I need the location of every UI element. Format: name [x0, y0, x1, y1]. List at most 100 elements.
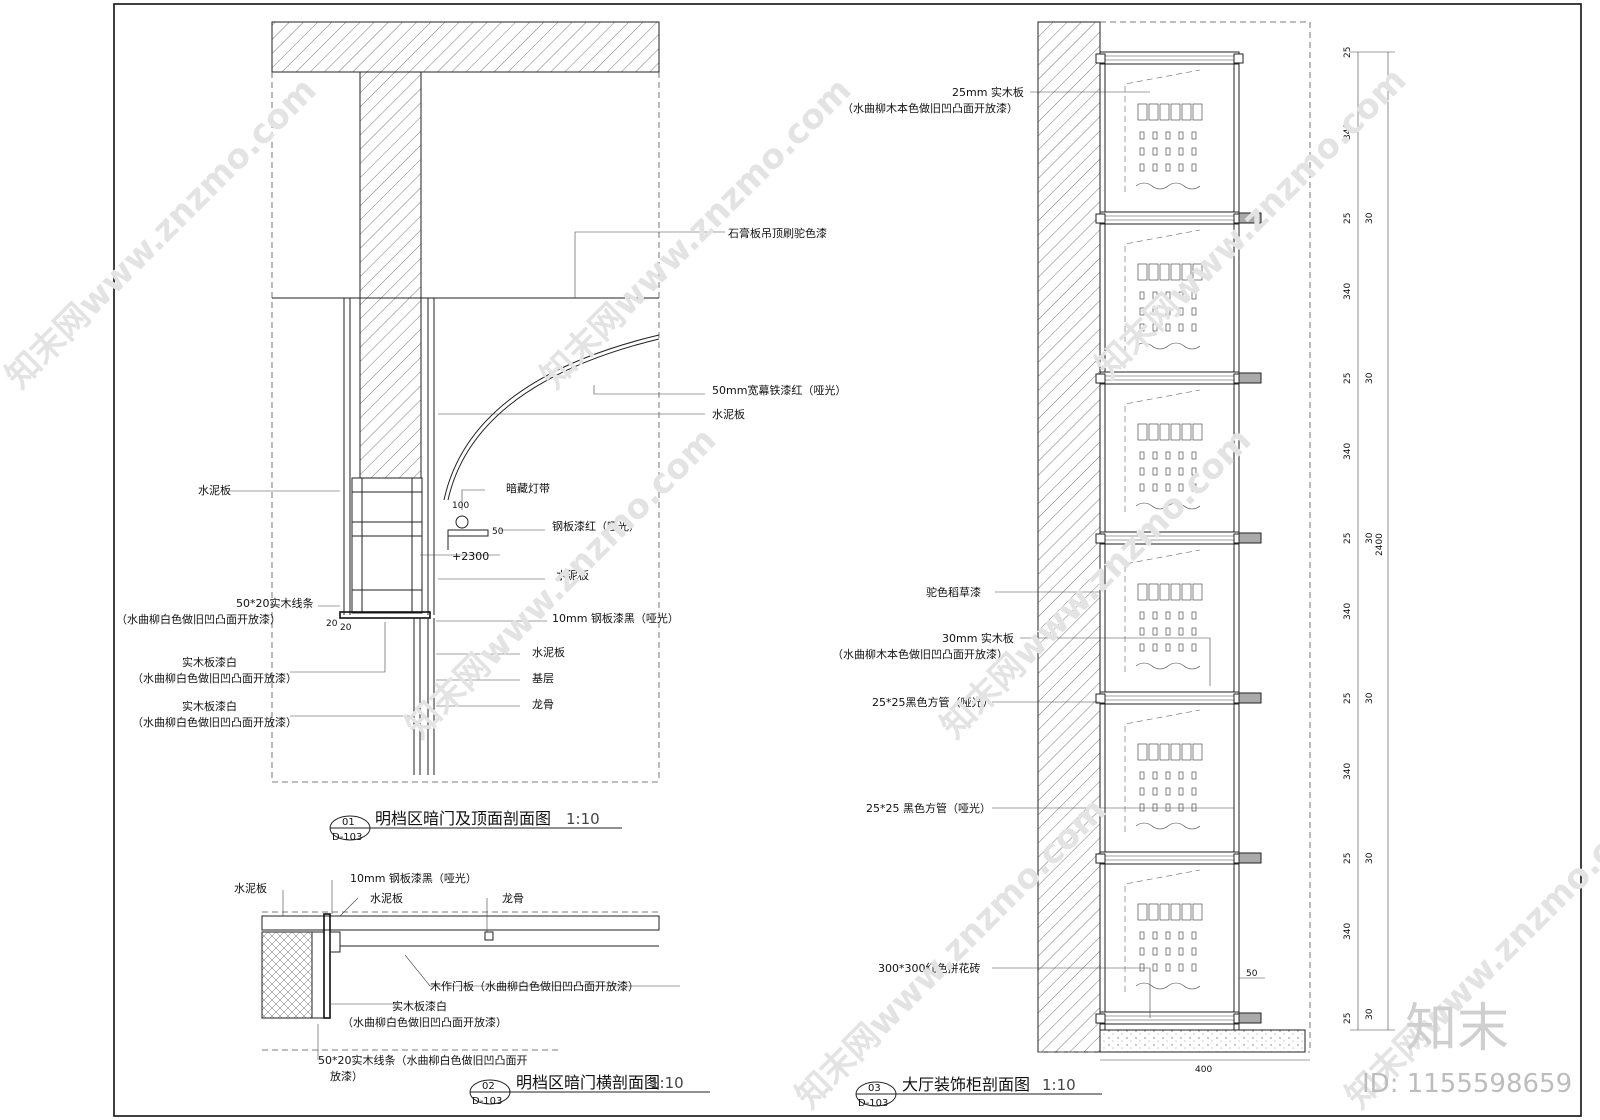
item-cell: [1165, 291, 1171, 300]
item-box: [1170, 423, 1181, 441]
item-cell: [1178, 931, 1184, 940]
shelf-edge: [1238, 532, 1262, 544]
item-cell: [1152, 163, 1158, 172]
dim-20a: 20: [326, 619, 338, 629]
item-box: [1181, 423, 1192, 441]
item-cell: [1178, 643, 1184, 652]
label-tube-2: 25*25 黑色方管（哑光）: [866, 801, 991, 815]
dim-col-label: 25: [1343, 1013, 1353, 1024]
hidden-line: [1124, 709, 1201, 832]
item-cell: [1152, 131, 1158, 140]
dim-total: 2400: [1375, 533, 1385, 556]
item-cell: [1165, 131, 1171, 140]
item-cell: [1139, 947, 1145, 956]
scale-3: 1:10: [1042, 1076, 1076, 1094]
item-cell: [1139, 771, 1145, 780]
item-box: [1181, 263, 1192, 281]
item-cell: [1165, 147, 1171, 156]
item-box: [1192, 743, 1203, 761]
square-tube: [1095, 1013, 1106, 1024]
item-cell: [1191, 787, 1197, 796]
item-cell: [1165, 787, 1171, 796]
item-cell: [1165, 323, 1171, 332]
dim-col-label: 25: [1343, 47, 1353, 58]
item-cell: [1178, 483, 1184, 492]
shelf-edge: [1238, 692, 1262, 704]
shelf-edge: [1238, 372, 1262, 384]
label-ceiling: 石膏板吊顶刷驼色漆: [728, 226, 827, 240]
item-box: [1159, 263, 1170, 281]
item-box: [1159, 103, 1170, 121]
item-box: [1181, 583, 1192, 601]
item-cell: [1139, 291, 1145, 300]
item-box: [1159, 743, 1170, 761]
item-cell: [1139, 307, 1145, 316]
dim-col-label: 30: [1365, 1008, 1375, 1020]
item-cell: [1191, 451, 1197, 460]
label-steel-red: 钢板漆红（哑光）: [552, 519, 640, 533]
dim-col-label: 340: [1343, 923, 1353, 940]
wall-hatch-3: [1037, 21, 1101, 1053]
square-tube: [1095, 373, 1106, 384]
item-cell: [1152, 803, 1158, 812]
item-cell: [1152, 963, 1158, 972]
item-cell: [1178, 147, 1184, 156]
item-cell: [1139, 931, 1145, 940]
hidden-line: [1124, 229, 1201, 352]
item-cell: [1191, 643, 1197, 652]
label-paint: 驼色稻草漆: [926, 585, 981, 599]
square-tube: [1095, 213, 1106, 224]
item-cell: [1139, 643, 1145, 652]
item-cell: [1139, 147, 1145, 156]
item-cell: [1152, 451, 1158, 460]
hidden-line: [1124, 549, 1201, 672]
dim-50: 50: [492, 527, 504, 537]
item-cell: [1139, 803, 1145, 812]
wall-block: [261, 931, 313, 1019]
item-cell: [1191, 963, 1197, 972]
item-cell: [1178, 323, 1184, 332]
item-box: [1137, 423, 1148, 441]
ref-sheet-2: D-103: [472, 1096, 502, 1107]
beam-hatch-lower: [359, 297, 422, 479]
item-cell: [1165, 307, 1171, 316]
item-cell: [1178, 627, 1184, 636]
label-board30-1: 30mm 实木板: [942, 631, 1014, 645]
label-steel-black: 10mm 钢板漆黑（哑光）: [552, 611, 679, 625]
label-cement-a: 水泥板: [234, 881, 267, 895]
dim-col-label: 30: [1365, 532, 1375, 544]
label-keel-2: 龙骨: [502, 892, 524, 905]
item-cell: [1152, 483, 1158, 492]
label-strip-2b: 放漆）: [330, 1069, 363, 1083]
label-board25-1: 25mm 实木板: [952, 85, 1024, 99]
item-base: [1135, 662, 1201, 670]
shelf-edge: [1238, 852, 1262, 864]
item-cell: [1165, 483, 1171, 492]
ref-sheet-1: D-103: [332, 832, 362, 843]
shelf-edge: [1238, 1012, 1262, 1024]
cabinet-shelves: [1095, 51, 1262, 1025]
scale-2: 1:10: [650, 1074, 684, 1092]
item-box: [1192, 903, 1203, 921]
item-cell: [1165, 627, 1171, 636]
label-wood-white1-2: （水曲柳白色做旧凹凸面开放漆）: [132, 671, 297, 685]
item-cell: [1152, 643, 1158, 652]
label-strip-2a: 50*20实木线条（水曲柳白色做旧凹凸面开: [318, 1053, 528, 1067]
item-cell: [1152, 931, 1158, 940]
item-cell: [1178, 291, 1184, 300]
item-cell: [1178, 131, 1184, 140]
item-box: [1148, 743, 1159, 761]
shelf-board: [1099, 691, 1240, 705]
label-wood-white-2a: 实木板漆白: [392, 999, 447, 1013]
label-wood-strip-2: （水曲柳白色做旧凹凸面开放漆）: [116, 612, 281, 626]
item-cell: [1152, 611, 1158, 620]
id-watermark: ID: 1155598659: [1362, 1069, 1572, 1099]
item-cell: [1152, 771, 1158, 780]
dim-col-label: 25: [1343, 213, 1353, 224]
item-cell: [1152, 323, 1158, 332]
label-wood-white1-1: 实木板漆白: [182, 655, 237, 669]
item-cell: [1191, 947, 1197, 956]
item-box: [1192, 583, 1203, 601]
title-1: 明档区暗门及顶面剖面图: [375, 809, 551, 828]
dim-col-label: 25: [1343, 853, 1353, 864]
